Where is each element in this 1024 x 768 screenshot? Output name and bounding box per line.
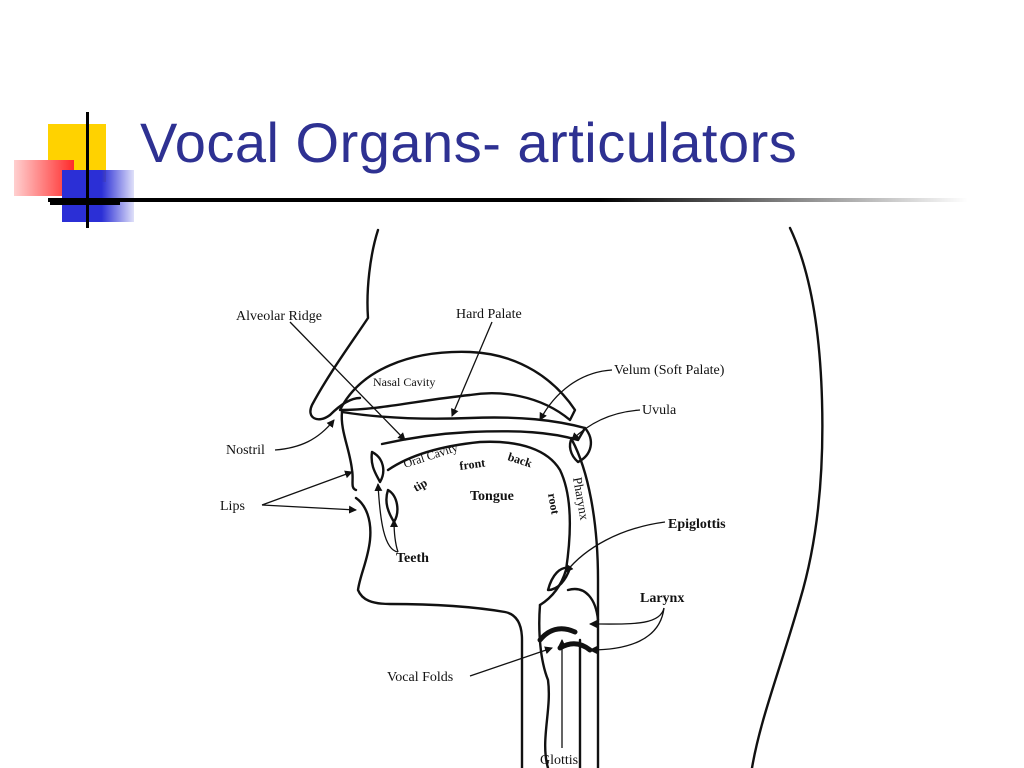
- label-glottis: Glottis: [540, 753, 578, 768]
- upper-teeth: [372, 452, 384, 482]
- label-lips: Lips: [220, 499, 245, 514]
- label-pharynx: Pharynx: [570, 476, 592, 522]
- lower-teeth: [386, 490, 397, 522]
- palate-outline: [342, 412, 585, 444]
- leader-teeth-lower: [394, 520, 398, 552]
- leader-vocal-folds: [470, 648, 552, 676]
- label-uvula: Uvula: [642, 403, 677, 418]
- head-back-outline: [752, 228, 822, 768]
- vocal-fold-right: [560, 644, 590, 650]
- label-oral-cavity: Oral Cavity: [402, 440, 460, 471]
- leader-lips-lower: [262, 505, 356, 510]
- label-nostril: Nostril: [226, 443, 265, 458]
- leader-uvula: [572, 410, 640, 440]
- label-front: front: [458, 456, 485, 473]
- label-larynx: Larynx: [640, 591, 684, 606]
- label-velum: Velum (Soft Palate): [614, 363, 725, 378]
- lower-lip-outline: [356, 498, 522, 768]
- label-epiglottis: Epiglottis: [668, 517, 726, 532]
- label-back: back: [506, 450, 534, 471]
- label-teeth: Teeth: [396, 551, 429, 566]
- upper-lip-outline: [342, 412, 356, 490]
- leader-lips-upper: [262, 472, 352, 505]
- label-alveolar-ridge: Alveolar Ridge: [236, 309, 322, 324]
- vocal-fold-left: [540, 629, 575, 640]
- larynx-front: [539, 605, 549, 768]
- leader-nostril: [275, 420, 334, 450]
- face-outline: [310, 230, 378, 419]
- leader-velum: [540, 370, 612, 420]
- label-root: root: [545, 492, 562, 515]
- larynx-back: [568, 589, 598, 620]
- label-tip: tip: [411, 475, 430, 494]
- leader-larynx-lower: [590, 608, 664, 650]
- leader-epiglottis: [566, 522, 665, 572]
- label-vocal-folds: Vocal Folds: [387, 670, 453, 685]
- label-nasal-cavity: Nasal Cavity: [373, 375, 435, 389]
- label-tongue: Tongue: [470, 489, 514, 504]
- label-hard-palate: Hard Palate: [456, 307, 522, 322]
- leader-hard-palate: [452, 322, 492, 416]
- leader-larynx-upper: [590, 608, 664, 624]
